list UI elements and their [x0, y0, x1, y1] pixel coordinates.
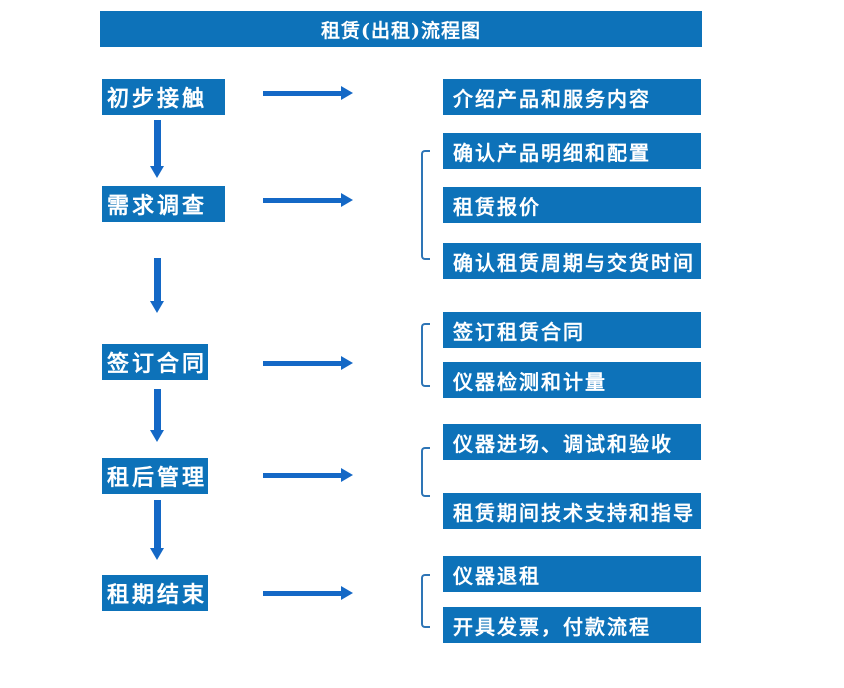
detail-box-sign-rental-contract: 签订租赁合同	[443, 312, 701, 348]
step-box-sign-contract: 签订合同	[102, 344, 208, 380]
detail-box-invoice-payment-process: 开具发票，付款流程	[443, 607, 701, 643]
group-bracket-post-rental-management	[421, 447, 430, 497]
detail-box-tech-support-guidance: 租赁期间技术支持和指导	[443, 493, 701, 529]
flowchart-title: 租赁(出租)流程图	[100, 11, 702, 47]
step-box-demand-survey: 需求调查	[102, 186, 225, 222]
right-arrow-5	[263, 586, 353, 600]
detail-box-confirm-product-config: 确认产品明细和配置	[443, 133, 701, 169]
step-box-post-rental-management: 租后管理	[102, 458, 208, 494]
detail-box-intro-products-services: 介绍产品和服务内容	[443, 79, 701, 115]
detail-box-instrument-return: 仪器退租	[443, 556, 701, 592]
step-box-initial-contact: 初步接触	[102, 79, 225, 115]
down-arrow-2	[150, 258, 165, 313]
group-bracket-sign-contract	[421, 323, 430, 387]
right-arrow-2	[263, 193, 353, 207]
detail-box-rental-quote: 租赁报价	[443, 187, 701, 223]
down-arrow-1	[150, 120, 165, 178]
detail-box-confirm-period-delivery: 确认租赁周期与交货时间	[443, 243, 701, 279]
right-arrow-1	[263, 86, 353, 100]
group-bracket-demand-survey	[421, 150, 430, 260]
step-box-rental-end: 租期结束	[102, 575, 208, 611]
right-arrow-3	[263, 356, 353, 370]
group-bracket-rental-end	[421, 574, 430, 628]
down-arrow-3	[150, 389, 165, 442]
detail-box-instrument-setup-accept: 仪器进场、调试和验收	[443, 424, 701, 460]
down-arrow-4	[150, 500, 165, 560]
right-arrow-4	[263, 468, 353, 482]
detail-box-instrument-test-measure: 仪器检测和计量	[443, 362, 701, 398]
